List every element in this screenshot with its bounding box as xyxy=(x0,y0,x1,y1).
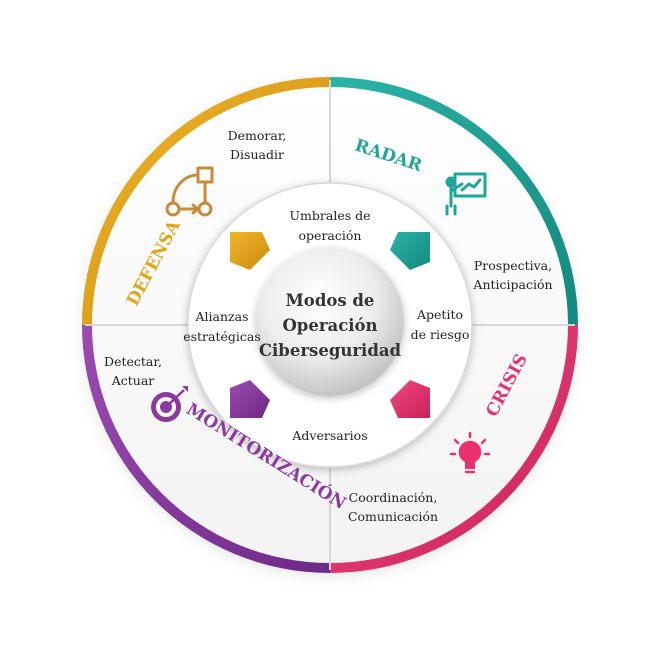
inner-left-line2: estratégicas xyxy=(183,329,261,344)
connector-bottom-left xyxy=(230,380,270,418)
center-sphere xyxy=(256,248,404,396)
inner-right-line2: de riesgo xyxy=(411,327,470,342)
connector-top-left xyxy=(230,232,270,270)
center-title-line3: Ciberseguridad xyxy=(259,341,402,360)
target-icon xyxy=(151,386,188,422)
inner-top-line2: operación xyxy=(299,228,362,243)
crisis-text-line2: Comunicación xyxy=(348,509,438,524)
monitorizacion-text-line2: Actuar xyxy=(111,373,155,388)
radar-text-line2: Anticipación xyxy=(472,277,552,292)
inner-right-line1: Apetito xyxy=(416,307,463,322)
connector-bottom-right xyxy=(390,380,430,418)
defensa-text-line2: Disuadir xyxy=(230,147,284,162)
defensa-text-line1: Demorar, xyxy=(228,128,287,143)
center-title-line2: Operación xyxy=(282,316,377,335)
inner-left-line1: Alianzas xyxy=(195,309,249,324)
crisis-text-line1: Coordinación, xyxy=(349,490,438,505)
radar-text-line1: Prospectiva, xyxy=(474,258,552,273)
center-title-line1: Modos de xyxy=(286,291,375,310)
presentation-board-icon xyxy=(445,172,487,216)
workflow-icon xyxy=(165,166,214,217)
monitorizacion-text-line1: Detectar, xyxy=(104,354,162,369)
lightbulb-icon xyxy=(449,431,491,474)
inner-top-line1: Umbrales de xyxy=(290,208,371,223)
inner-bottom-line1: Adversarios xyxy=(291,428,367,443)
connector-top-right xyxy=(390,232,430,270)
